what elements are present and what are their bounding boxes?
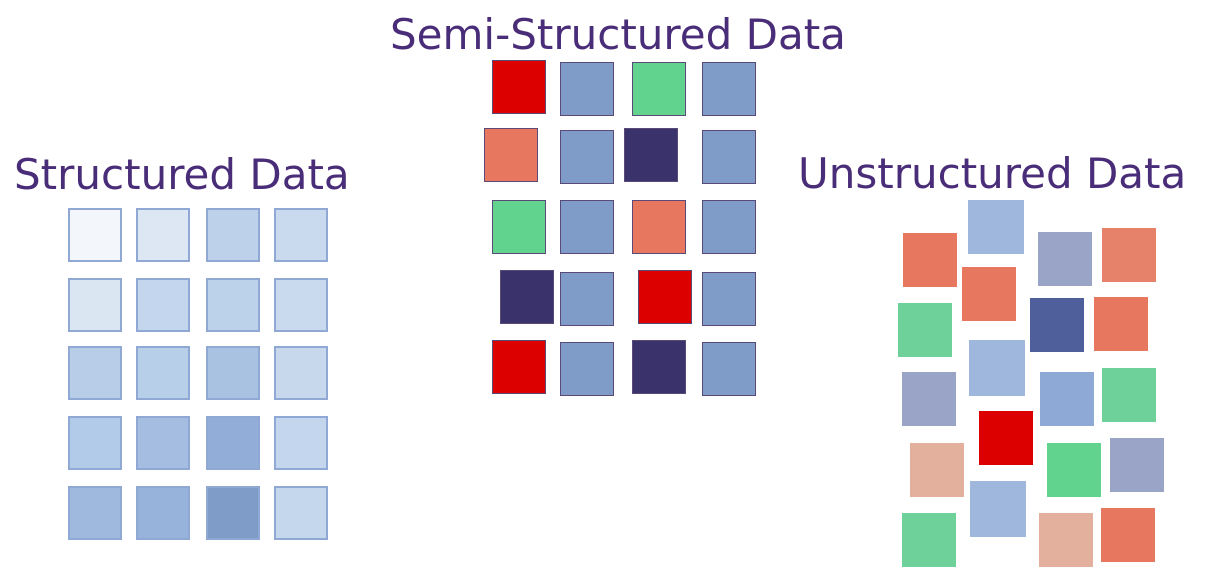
unstructured-tile: [902, 372, 956, 426]
structured-tile: [136, 278, 190, 332]
structured-tile: [68, 278, 122, 332]
unstructured-tile: [1101, 508, 1155, 562]
semi-structured-tile: [624, 128, 678, 182]
semi-structured-data-heading: Semi-Structured Data: [390, 10, 846, 59]
semi-structured-tile: [632, 62, 686, 116]
unstructured-tile: [1102, 368, 1156, 422]
unstructured-tile: [1039, 513, 1093, 567]
structured-tile: [274, 416, 328, 470]
structured-tile: [68, 416, 122, 470]
semi-structured-tile: [484, 128, 538, 182]
unstructured-tile: [1047, 443, 1101, 497]
structured-tile: [274, 208, 328, 262]
structured-tile: [206, 416, 260, 470]
structured-tile: [68, 208, 122, 262]
unstructured-tile: [970, 481, 1026, 537]
semi-structured-tile: [638, 270, 692, 324]
unstructured-tile: [979, 411, 1033, 465]
structured-data-heading: Structured Data: [14, 150, 350, 199]
structured-tile: [206, 278, 260, 332]
semi-structured-tile: [702, 62, 756, 116]
structured-tile: [68, 346, 122, 400]
structured-tile: [68, 486, 122, 540]
structured-tile: [136, 346, 190, 400]
semi-structured-tile: [560, 62, 614, 116]
structured-tile: [274, 346, 328, 400]
semi-structured-tile: [560, 200, 614, 254]
semi-structured-tile: [492, 200, 546, 254]
semi-structured-tile: [500, 270, 554, 324]
unstructured-tile: [962, 267, 1016, 321]
semi-structured-tile: [702, 200, 756, 254]
unstructured-tile: [1040, 372, 1094, 426]
unstructured-tile: [1102, 228, 1156, 282]
semi-structured-tile: [560, 342, 614, 396]
semi-structured-tile: [702, 342, 756, 396]
unstructured-tile: [968, 200, 1024, 254]
semi-structured-tile: [632, 340, 686, 394]
structured-tile: [206, 486, 260, 540]
structured-tile: [136, 208, 190, 262]
structured-tile: [206, 208, 260, 262]
unstructured-tile: [910, 443, 964, 497]
semi-structured-tile: [560, 272, 614, 326]
semi-structured-tile: [492, 340, 546, 394]
semi-structured-tile: [702, 272, 756, 326]
semi-structured-tile: [702, 130, 756, 184]
unstructured-tile: [1030, 298, 1084, 352]
unstructured-tile: [1110, 438, 1164, 492]
unstructured-tile: [898, 303, 952, 357]
structured-tile: [206, 346, 260, 400]
unstructured-tile: [1094, 297, 1148, 351]
structured-tile: [136, 416, 190, 470]
unstructured-tile: [903, 233, 957, 287]
unstructured-tile: [902, 513, 956, 567]
structured-tile: [274, 278, 328, 332]
semi-structured-tile: [632, 200, 686, 254]
semi-structured-tile: [560, 130, 614, 184]
unstructured-data-heading: Unstructured Data: [798, 149, 1187, 198]
unstructured-tile: [1038, 232, 1092, 286]
unstructured-tile: [969, 340, 1025, 396]
semi-structured-tile: [492, 60, 546, 114]
structured-tile: [136, 486, 190, 540]
structured-tile: [274, 486, 328, 540]
